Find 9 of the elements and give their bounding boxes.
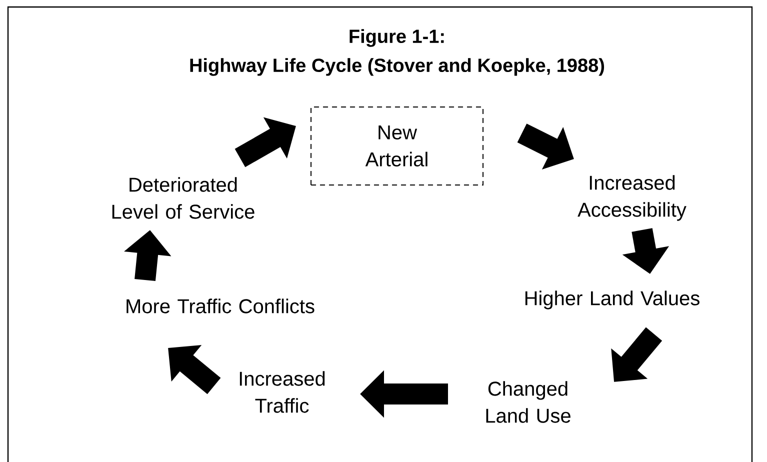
cycle-stage-label: Changed Land Use	[486, 381, 570, 423]
figure-number: Figure 1-1:	[350, 29, 444, 47]
cycle-stage-label: Increased Traffic	[240, 371, 325, 413]
cycle-stage-label: Increased Accessibility	[578, 175, 686, 221]
cycle-stage-label: Deteriorated Level of Service	[112, 177, 254, 219]
figure-title: Highway Life Cycle (Stover and Koepke, 1988)	[190, 58, 604, 76]
dashed-box: New Arterial	[310, 106, 484, 186]
cycle-stage-label: Higher Land Values	[525, 290, 700, 310]
cycle-stage-label: More Traffic Conflicts	[126, 298, 314, 314]
